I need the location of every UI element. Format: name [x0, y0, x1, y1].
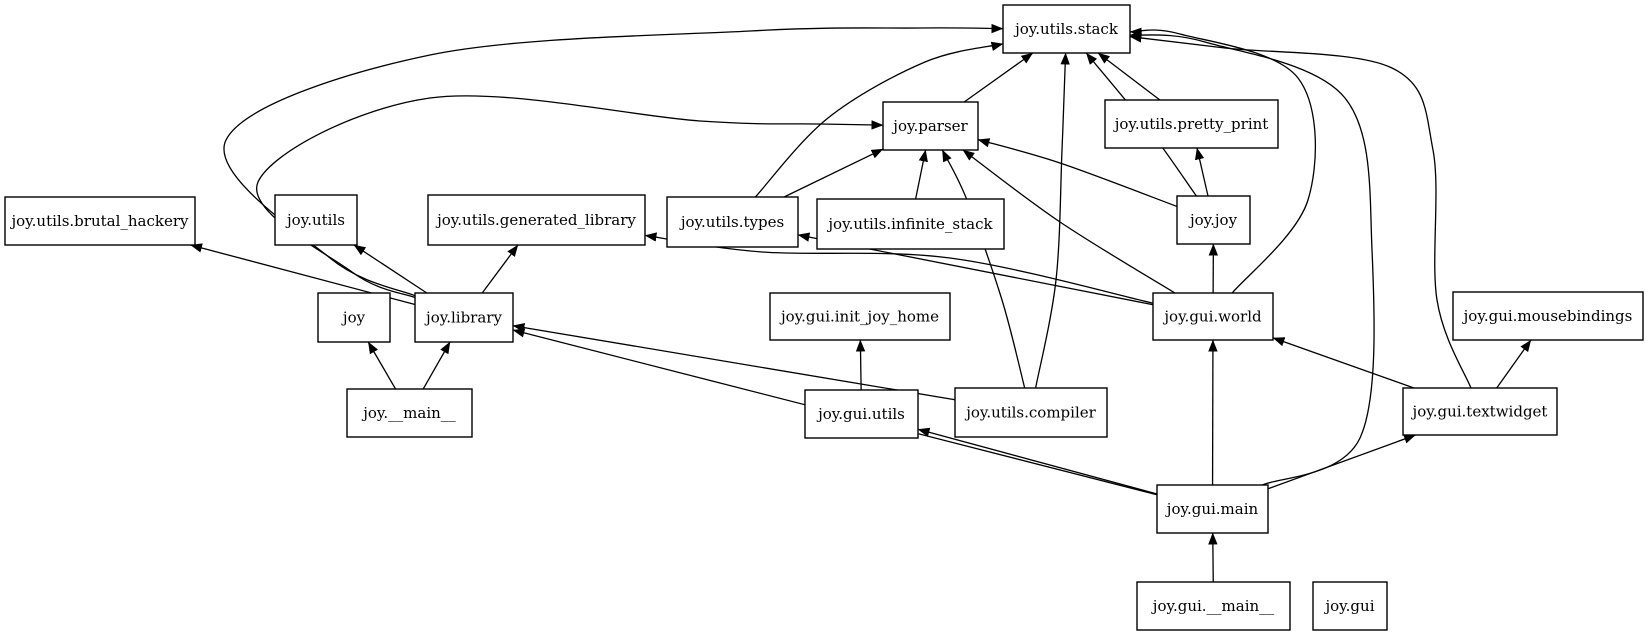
node-box-joy.gui — [1312, 581, 1388, 631]
node-box-joy.gui.mousebindings — [1452, 291, 1644, 341]
node-box-joy.parser — [882, 101, 979, 151]
node-box-joy.gui.world — [1152, 292, 1274, 341]
edge-joy.utils.types-to-joy.parser — [783, 148, 884, 198]
node-box-joy.gui.utils — [804, 389, 919, 439]
node-box-joy.__main__ — [346, 388, 473, 438]
node-label-joy: joy — [341, 309, 366, 327]
node-box-joy.utils.pretty_print — [1104, 99, 1279, 149]
node-box-joy.gui.textwidget — [1402, 387, 1558, 436]
node-joy.utils.infinite_stack: joy.utils.infinite_stack — [816, 198, 1005, 250]
node-joy.gui.textwidget: joy.gui.textwidget — [1402, 387, 1558, 436]
node-joy.utils.generated_library: joy.utils.generated_library — [427, 194, 646, 246]
edge-joy.gui.main-to-joy.gui.textwidget — [1267, 434, 1416, 490]
edge-joy.gui.textwidget-to-joy.gui.world — [1272, 337, 1415, 389]
node-box-joy.utils.stack — [1002, 4, 1131, 54]
node-label-joy.utils.stack: joy.utils.stack — [1013, 20, 1119, 38]
node-label-joy.parser: joy.parser — [891, 117, 968, 135]
edge-joy.library-to-joy.utils.generated_library — [481, 244, 519, 294]
node-joy.gui.main: joy.gui.main — [1156, 484, 1269, 534]
node-label-joy.utils.compiler: joy.utils.compiler — [964, 404, 1096, 422]
node-joy.parser: joy.parser — [882, 101, 979, 151]
edge-joy.gui.textwidget-to-joy.utils.stack — [1129, 33, 1472, 389]
node-joy.utils: joy.utils — [274, 194, 358, 246]
edge-joy.utils.infinite_stack-to-joy.parser — [914, 149, 928, 200]
node-box-joy.gui.__main__ — [1136, 581, 1291, 631]
edge-joy.parser-to-joy.utils.stack — [963, 52, 1034, 103]
node-joy.utils.brutal_hackery: joy.utils.brutal_hackery — [4, 196, 196, 246]
edge-joy.utils.pretty_print-to-joy.utils.stack — [1097, 52, 1161, 101]
node-label-joy.utils.generated_library: joy.utils.generated_library — [435, 211, 636, 229]
edge-joy.__main__-to-joy.library — [422, 341, 451, 390]
node-box-joy.utils — [274, 194, 358, 246]
node-label-joy.gui.utils: joy.gui.utils — [816, 405, 905, 423]
node-box-joy.library — [414, 292, 514, 343]
node-box-joy.utils.compiler — [954, 387, 1108, 438]
node-label-joy.gui.__main__: joy.gui.__main__ — [1151, 597, 1275, 615]
edge-joy.gui.main-to-joy.utils.stack — [1129, 31, 1375, 486]
node-joy.library: joy.library — [414, 292, 514, 343]
node-joy.gui.mousebindings: joy.gui.mousebindings — [1452, 291, 1644, 341]
node-joy.__main__: joy.__main__ — [346, 388, 473, 438]
node-label-joy.gui: joy.gui — [1324, 597, 1375, 615]
node-joy.utils.stack: joy.utils.stack — [1002, 4, 1131, 54]
node-box-joy.utils.types — [666, 196, 799, 248]
node-box-joy.gui.main — [1156, 484, 1269, 534]
edge-joy.library-to-joy.utils — [353, 244, 428, 294]
edge-joy.gui.textwidget-to-joy.gui.mousebindings — [1496, 339, 1532, 389]
node-label-joy.gui.main: joy.gui.main — [1165, 500, 1259, 518]
edge-joy.gui.world-to-joy.utils.stack — [1129, 27, 1317, 294]
node-label-joy.utils.brutal_hackery: joy.utils.brutal_hackery — [10, 212, 190, 230]
edge-joy.joy-to-joy.parser — [977, 138, 1178, 208]
node-label-joy.gui.textwidget: joy.gui.textwidget — [1411, 403, 1548, 421]
edge-joy.utils.compiler-to-joy.library — [512, 322, 956, 401]
edge-joy.gui.__main__-to-joy.gui.main — [1208, 532, 1218, 583]
node-joy.utils.compiler: joy.utils.compiler — [954, 387, 1108, 438]
node-joy.gui.utils: joy.gui.utils — [804, 389, 919, 439]
node-label-joy.utils.infinite_stack: joy.utils.infinite_stack — [826, 215, 993, 233]
node-joy.gui: joy.gui — [1312, 581, 1388, 631]
edge-joy.library-to-joy.parser — [255, 95, 884, 299]
edge-joy.joy-to-joy.utils.pretty_print — [1194, 147, 1209, 197]
node-box-joy.gui.init_joy_home — [769, 292, 951, 341]
node-box-joy.joy — [1176, 195, 1251, 245]
node-label-joy.gui.mousebindings: joy.gui.mousebindings — [1462, 307, 1633, 325]
node-joy.utils.pretty_print: joy.utils.pretty_print — [1104, 99, 1279, 149]
edge-joy.__main__-to-joy — [367, 341, 397, 390]
edge-joy.library-to-joy.utils.stack — [223, 23, 1004, 297]
edge-joy.utils.compiler-to-joy.parser — [941, 149, 1026, 389]
node-label-joy.__main__: joy.__main__ — [361, 404, 456, 422]
node-joy.gui.__main__: joy.gui.__main__ — [1136, 581, 1291, 631]
node-box-joy — [317, 292, 391, 343]
node-joy: joy — [317, 292, 391, 343]
edge-joy.gui.main-to-joy.gui.utils — [917, 427, 1158, 495]
node-label-joy.gui.init_joy_home: joy.gui.init_joy_home — [779, 308, 939, 326]
node-joy.utils.types: joy.utils.types — [666, 196, 799, 248]
node-box-joy.utils.infinite_stack — [816, 198, 1005, 250]
node-label-joy.utils.types: joy.utils.types — [679, 213, 784, 231]
node-box-joy.utils.generated_library — [427, 194, 646, 246]
node-box-joy.utils.brutal_hackery — [4, 196, 196, 246]
edge-joy.utils.types-to-joy.utils.stack — [754, 41, 1004, 198]
node-joy.gui.world: joy.gui.world — [1152, 292, 1274, 341]
node-label-joy.utils: joy.utils — [285, 211, 345, 229]
node-label-joy.gui.world: joy.gui.world — [1162, 308, 1262, 326]
nodes-layer: joy.utils.stack joy.parser joy.utils.prett… — [4, 4, 1644, 631]
node-label-joy.utils.pretty_print: joy.utils.pretty_print — [1113, 115, 1269, 133]
edge-joy.utils.compiler-to-joy.utils.stack — [1034, 52, 1070, 389]
edge-joy.gui.utils-to-joy.gui.init_joy_home — [855, 339, 866, 391]
node-label-joy.library: joy.library — [424, 309, 502, 327]
node-label-joy.joy: joy.joy — [1188, 211, 1238, 229]
node-joy.gui.init_joy_home: joy.gui.init_joy_home — [769, 292, 951, 341]
node-joy.joy: joy.joy — [1176, 195, 1251, 245]
